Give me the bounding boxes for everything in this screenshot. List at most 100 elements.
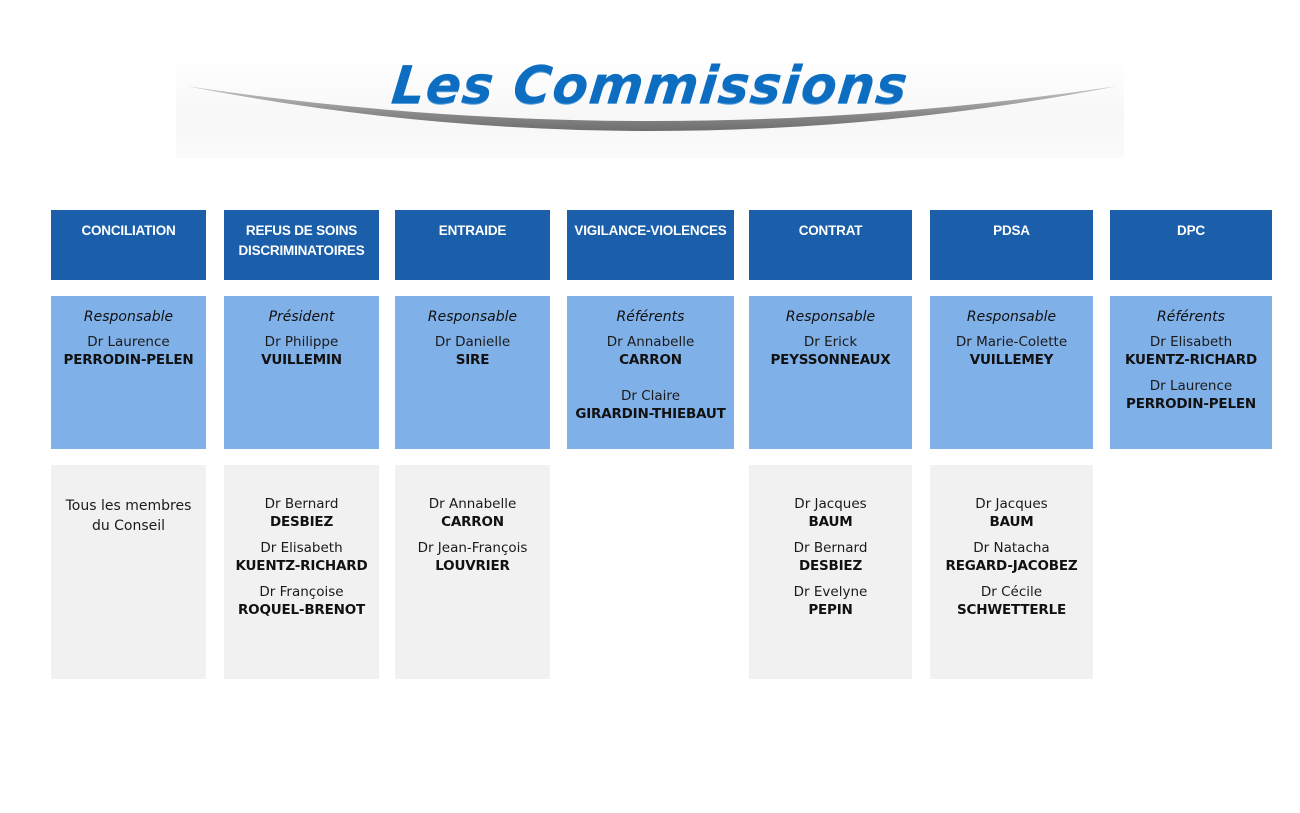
lead-person: Dr Philippe VUILLEMIN [224,333,379,369]
commission-header: CONCILIATION [51,210,206,280]
last-name: PERRODIN-PELEN [1126,396,1256,412]
commission-name: REFUS DE SOINS [245,223,358,238]
last-name: PERRODIN-PELEN [63,352,194,368]
commission-header: DPC [1110,210,1272,280]
last-name: VUILLEMIN [261,352,342,368]
member-person: Dr Bernard DESBIEZ [749,539,912,575]
member-person: Dr Jean-François LOUVRIER [395,539,550,575]
swoosh-decoration [186,86,1118,131]
first-name: Dr Annabelle [428,496,517,512]
first-name: Dr Françoise [259,584,344,600]
last-name: BAUM [989,514,1034,530]
commission-header: REFUS DE SOINS DISCRIMINATOIRES [224,210,379,280]
first-name: Dr Annabelle [606,334,695,350]
lead-person: Dr Annabelle CARRON [567,333,734,369]
last-name: REGARD-JACOBEZ [945,558,1078,574]
commission-header: CONTRAT [749,210,912,280]
commission-name: DPC [1177,223,1205,238]
first-name: Dr Elisabeth [260,540,343,556]
first-name: Dr Philippe [264,334,339,350]
role-label: Référents [1157,309,1225,325]
responsible-box: Responsable Dr Marie-Colette VUILLEMEY [930,296,1093,449]
first-name: Dr Natacha [973,540,1050,556]
responsible-box: Référents Dr Elisabeth KUENTZ-RICHARD Dr… [1110,296,1272,449]
title-banner: Les Commissions [176,56,1124,158]
members-box: Dr Bernard DESBIEZ Dr Elisabeth KUENTZ-R… [224,465,379,679]
role-label: Responsable [785,309,876,325]
member-person: Dr Elisabeth KUENTZ-RICHARD [224,539,379,575]
commission-name-line2: DISCRIMINATOIRES [238,243,365,258]
first-name: Dr Evelyne [793,584,868,600]
role-label: Président [268,309,335,325]
member-person: Dr Natacha REGARD-JACOBEZ [930,539,1093,575]
last-name: CARRON [441,514,504,530]
last-name: PEPIN [808,602,853,618]
lead-person: Dr Erick PEYSSONNEAUX [749,333,912,369]
first-name: Dr Jacques [794,496,867,512]
first-name: Dr Laurence [87,334,170,350]
lead-person: Dr Laurence PERRODIN-PELEN [1110,377,1272,413]
commission-refus-de-soins: REFUS DE SOINS DISCRIMINATOIRES Présiden… [224,210,379,680]
commission-dpc: DPC Référents Dr Elisabeth KUENTZ-RICHAR… [1110,210,1272,450]
first-name: Dr Bernard [793,540,868,556]
last-name: SCHWETTERLE [956,602,1066,618]
first-name: Dr Laurence [1149,378,1233,394]
member-person: Dr Jacques BAUM [749,495,912,531]
last-name: DESBIEZ [798,558,863,574]
member-person: Dr Evelyne PEPIN [749,583,912,619]
commission-contrat: CONTRAT Responsable Dr Erick PEYSSONNEAU… [749,210,912,680]
member-person: Dr Jacques BAUM [930,495,1093,531]
last-name: GIRARDIN-THIEBAUT [575,406,726,422]
commission-pdsa: PDSA Responsable Dr Marie-Colette VUILLE… [930,210,1093,680]
first-name: Dr Jacques [975,496,1048,512]
commission-header: PDSA [930,210,1093,280]
first-name: Dr Danielle [434,334,511,350]
members-box: Dr Annabelle CARRON Dr Jean-François LOU… [395,465,550,679]
responsible-box: Président Dr Philippe VUILLEMIN [224,296,379,449]
responsible-box: Responsable Dr Erick PEYSSONNEAUX [749,296,912,449]
first-name: Dr Claire [621,388,680,404]
first-name: Dr Erick [803,334,858,350]
lead-person: Dr Elisabeth KUENTZ-RICHARD [1110,333,1272,369]
commission-name: VIGILANCE-VIOLENCES [574,223,727,238]
last-name: PEYSSONNEAUX [770,352,891,368]
commission-header: ENTRAIDE [395,210,550,280]
member-person: Dr Bernard DESBIEZ [224,495,379,531]
role-label: Responsable [83,309,174,325]
lead-person: Dr Danielle SIRE [395,333,550,369]
last-name: KUENTZ-RICHARD [235,558,368,574]
first-name: Dr Jean-François [417,540,528,556]
last-name: CARRON [619,352,682,368]
commission-conciliation: CONCILIATION Responsable Dr Laurence PER… [51,210,206,680]
responsible-box: Responsable Dr Danielle SIRE [395,296,550,449]
lead-person: Dr Laurence PERRODIN-PELEN [51,333,206,369]
commission-header: VIGILANCE-VIOLENCES [567,210,734,280]
last-name: BAUM [808,514,853,530]
members-note: Tous les membres du Conseil [65,498,192,534]
last-name: SIRE [455,352,490,368]
last-name: ROQUEL-BRENOT [237,602,366,618]
first-name: Dr Cécile [980,584,1043,600]
role-label: Référents [616,309,685,325]
members-box: Tous les membres du Conseil [51,465,206,679]
first-name: Dr Marie-Colette [955,334,1068,350]
responsible-box: Responsable Dr Laurence PERRODIN-PELEN [51,296,206,449]
commission-name: ENTRAIDE [438,223,507,238]
commission-entraide: ENTRAIDE Responsable Dr Danielle SIRE Dr… [395,210,550,680]
member-person: Dr Françoise ROQUEL-BRENOT [224,583,379,619]
last-name: KUENTZ-RICHARD [1125,352,1257,368]
members-box: Dr Jacques BAUM Dr Bernard DESBIEZ Dr Ev… [749,465,912,679]
lead-person: Dr Claire GIRARDIN-THIEBAUT [567,387,734,423]
commission-name: CONCILIATION [81,223,176,238]
members-box: Dr Jacques BAUM Dr Natacha REGARD-JACOBE… [930,465,1093,679]
last-name: VUILLEMEY [969,352,1054,368]
responsible-box: Référents Dr Annabelle CARRON Dr Claire … [567,296,734,449]
member-person: Dr Cécile SCHWETTERLE [930,583,1093,619]
page-title: Les Commissions [388,56,912,116]
role-label: Responsable [427,309,518,325]
first-name: Dr Bernard [264,496,339,512]
lead-person: Dr Marie-Colette VUILLEMEY [930,333,1093,369]
commission-name: PDSA [993,223,1030,238]
role-label: Responsable [966,309,1057,325]
last-name: DESBIEZ [269,514,334,530]
